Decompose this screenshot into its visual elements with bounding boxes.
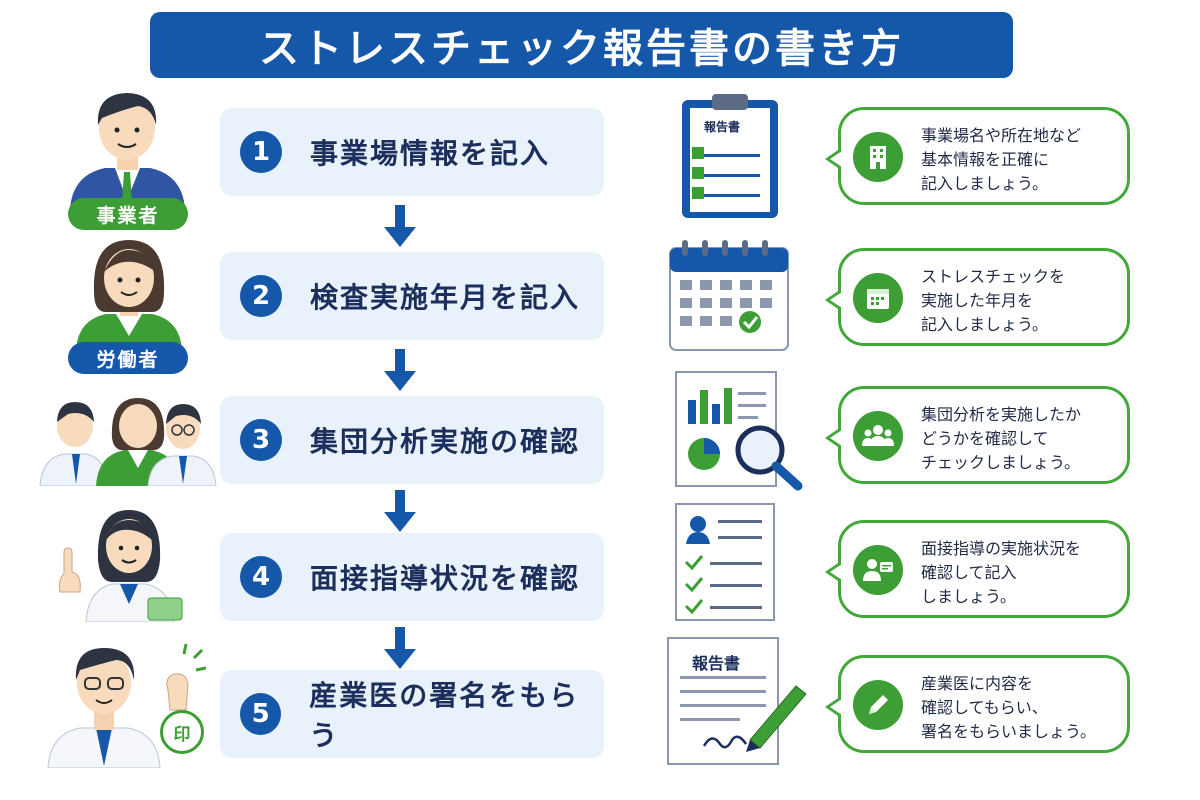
interview-icon — [853, 545, 903, 595]
seal-stamp: 印 — [160, 710, 204, 754]
worker-badge: 労働者 — [68, 342, 188, 374]
signed-report-icon: 報告書 — [666, 636, 810, 766]
down-arrow-icon — [384, 627, 416, 669]
step-label: 検査実施年月を記入 — [310, 281, 581, 314]
seal-label: 印 — [173, 724, 191, 745]
health-staff-illustration — [59, 510, 183, 623]
step-4: 4 面接指導状況を確認 — [220, 533, 604, 621]
doctor-illustration — [47, 643, 207, 769]
building-icon — [853, 132, 903, 182]
title-banner: ストレスチェック報告書の書き方 — [150, 12, 1013, 78]
step-5: 5 産業医の署名をもらう — [220, 670, 604, 758]
step-label: 産業医の署名をもらう — [309, 679, 580, 752]
step-number: 4 — [240, 556, 282, 598]
worker-figure — [64, 232, 194, 352]
step-number: 5 — [240, 693, 282, 735]
analysis-report-icon — [674, 370, 806, 492]
clipboard-label: 報告書 — [704, 120, 741, 134]
group-figure — [38, 388, 218, 487]
step-number: 2 — [240, 275, 282, 317]
health-staff-figure — [50, 500, 200, 623]
worker-label: 労働者 — [96, 348, 160, 371]
note-bubble-1: 事業場名や所在地など 基本情報を正確に 記入しましょう。 — [825, 107, 1130, 205]
note-bubble-4: 面接指導の実施状況を 確認して記入 しましょう。 — [825, 520, 1130, 618]
note-text: 事業場名や所在地など 基本情報を正確に 記入しましょう。 — [921, 126, 1082, 193]
employer-label: 事業者 — [96, 204, 160, 227]
note-text: 産業医に内容を 確認してもらい、 署名をもらいましょう。 — [921, 674, 1097, 741]
step-number: 1 — [240, 131, 282, 173]
group-illustration — [39, 398, 217, 487]
clipboard-icon: 報告書 — [680, 92, 780, 220]
report-label: 報告書 — [692, 654, 741, 673]
note-text: 面接指導の実施状況を 確認して記入 しましょう。 — [921, 539, 1082, 606]
doctor-figure — [46, 628, 207, 769]
note-text: ストレスチェックを 実施した年月を 記入しましょう。 — [921, 267, 1066, 334]
pen-icon — [853, 680, 903, 730]
interview-checklist-icon — [674, 502, 776, 622]
step-label: 事業場情報を記入 — [310, 137, 551, 170]
step-3: 3 集団分析実施の確認 — [220, 396, 604, 484]
down-arrow-icon — [384, 349, 416, 391]
calendar-icon — [668, 238, 790, 352]
step-number: 3 — [240, 419, 282, 461]
employer-badge: 事業者 — [68, 198, 188, 230]
step-label: 面接指導状況を確認 — [310, 562, 581, 595]
step-1: 1 事業場情報を記入 — [220, 108, 604, 196]
note-bubble-3: 集団分析を実施したか どうかを確認して チェックしましょう。 — [825, 386, 1130, 484]
note-text: 集団分析を実施したか どうかを確認して チェックしましょう。 — [921, 405, 1082, 472]
female-worker-illustration — [76, 240, 182, 350]
down-arrow-icon — [384, 490, 416, 532]
calendar-small-icon — [853, 273, 903, 323]
step-2: 2 検査実施年月を記入 — [220, 252, 604, 340]
note-bubble-5: 産業医に内容を 確認してもらい、 署名をもらいましょう。 — [825, 655, 1130, 753]
note-bubble-2: ストレスチェックを 実施した年月を 記入しましょう。 — [825, 248, 1130, 346]
group-icon — [853, 411, 903, 461]
page-title: ストレスチェック報告書の書き方 — [259, 26, 904, 72]
step-label: 集団分析実施の確認 — [310, 425, 581, 458]
down-arrow-icon — [384, 205, 416, 247]
